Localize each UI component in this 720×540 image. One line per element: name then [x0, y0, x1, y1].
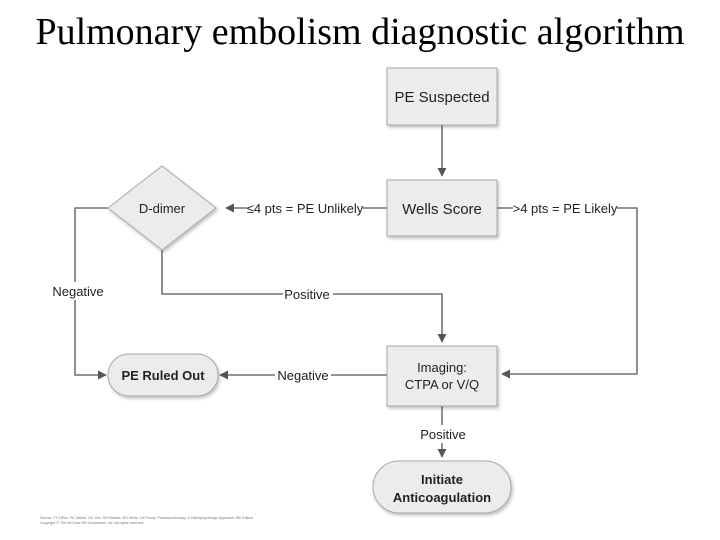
node-initiate-anticoagulation: Initiate Anticoagulation	[372, 460, 512, 514]
node-pe-ruled-out: PE Ruled Out	[107, 353, 219, 397]
node-label: D-dimer	[139, 201, 186, 216]
edge-label-imaging-negative: Negative	[277, 368, 328, 383]
source-footer: Source: JT DiPiro, RL Talbert, GC Yee, G…	[40, 516, 310, 526]
diagram-title: Pulmonary embolism diagnostic algorithm	[35, 11, 685, 53]
edge-label-bg	[513, 199, 617, 217]
edge-label-bg	[275, 366, 331, 384]
node-d-dimer: D-dimer	[107, 165, 217, 251]
edge-label-bg	[283, 285, 333, 303]
node-label: PE Suspected	[394, 89, 489, 106]
source-citation: Source: JT DiPiro, RL Talbert, GC Yee, G…	[40, 516, 254, 520]
node-label-line1: Initiate	[421, 472, 463, 487]
node-label-line1: Imaging:	[417, 360, 467, 375]
edge-label-ddimer-positive: Positive	[284, 287, 330, 302]
node-label: Wells Score	[402, 201, 482, 218]
edge-label-bg	[50, 282, 106, 300]
copyright-notice: Copyright © The McGraw-Hill Companies, I…	[40, 521, 145, 525]
edge-label-bg	[247, 199, 363, 217]
node-pe-suspected: PE Suspected	[386, 67, 498, 126]
node-label: PE Ruled Out	[121, 368, 205, 383]
edge-label-ddimer-negative: Negative	[52, 284, 103, 299]
edge-label-bg	[419, 425, 467, 443]
node-label-line2: Anticoagulation	[393, 490, 491, 505]
node-wells-score: Wells Score	[386, 179, 498, 237]
edge-label-imaging-positive: Positive	[420, 427, 466, 442]
node-imaging: Imaging: CTPA or V/Q	[386, 345, 498, 407]
edge-label-pe-unlikely: ≤4 pts = PE Unlikely	[247, 201, 364, 216]
edge-label-pe-likely: >4 pts = PE Likely	[513, 201, 618, 216]
node-label-line2: CTPA or V/Q	[405, 377, 479, 392]
edge-wells-to-imaging	[497, 207, 638, 379]
